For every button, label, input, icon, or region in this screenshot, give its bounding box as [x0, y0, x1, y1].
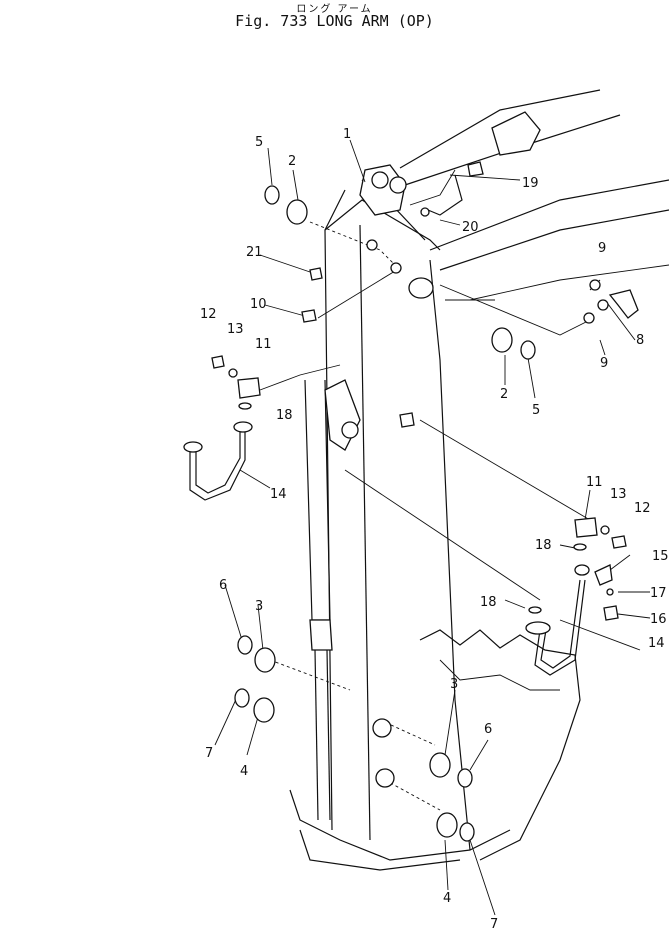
callout-5-top: 5 [255, 135, 263, 150]
callout-2-mid: 2 [500, 387, 508, 402]
figure-subtitle: ロング アーム [296, 4, 373, 15]
boom-outline [399, 89, 669, 301]
callout-17: 17 [650, 586, 667, 601]
figure-title: Fig. 733 LONG ARM (OP) [235, 12, 434, 30]
callout-15: 15 [652, 549, 669, 564]
callout-18-left: 18 [276, 408, 293, 423]
callout-11-right: 11 [586, 475, 603, 490]
arm-cylinder [304, 379, 361, 821]
callout-14-left: 14 [270, 487, 287, 502]
callout-10: 10 [250, 297, 267, 312]
parts [211, 185, 639, 842]
pin-axis-lines [269, 221, 441, 811]
callout-13-right: 13 [610, 487, 627, 502]
leader-lines [214, 139, 651, 916]
callout-5-mid: 5 [532, 403, 540, 418]
callout-21: 21 [246, 245, 263, 260]
callout-2-top: 2 [288, 154, 296, 169]
callout-16: 16 [650, 612, 667, 627]
callout-7-left: 7 [205, 746, 213, 761]
callout-19: 19 [522, 176, 539, 191]
callout-4-right: 4 [443, 891, 451, 906]
callout-6-right: 6 [484, 722, 492, 737]
callout-18-right-bottom: 18 [480, 595, 497, 610]
callout-9-bottom: 9 [600, 356, 608, 371]
callout-3-left: 3 [255, 599, 263, 614]
callout-18-right-top: 18 [535, 538, 552, 553]
callout-9-top: 9 [598, 241, 606, 256]
callout-7-right: 7 [490, 917, 498, 929]
hoses [183, 161, 590, 676]
callout-labels: 1 2 2 3 3 4 4 5 5 6 6 7 7 8 9 9 10 11 11… [200, 127, 669, 929]
callout-20: 20 [462, 220, 479, 235]
callout-11-left: 11 [255, 337, 272, 352]
callout-14-right: 14 [648, 636, 665, 651]
callout-12-left: 12 [200, 307, 217, 322]
callout-8: 8 [636, 333, 644, 348]
arm-body [289, 164, 511, 871]
callout-4-left: 4 [240, 764, 248, 779]
callout-3-right: 3 [450, 677, 458, 692]
bucket [419, 629, 581, 861]
callout-13-left: 13 [227, 322, 244, 337]
callout-12-right: 12 [634, 501, 651, 516]
callout-1: 1 [343, 127, 351, 142]
callout-6-left: 6 [219, 578, 227, 593]
